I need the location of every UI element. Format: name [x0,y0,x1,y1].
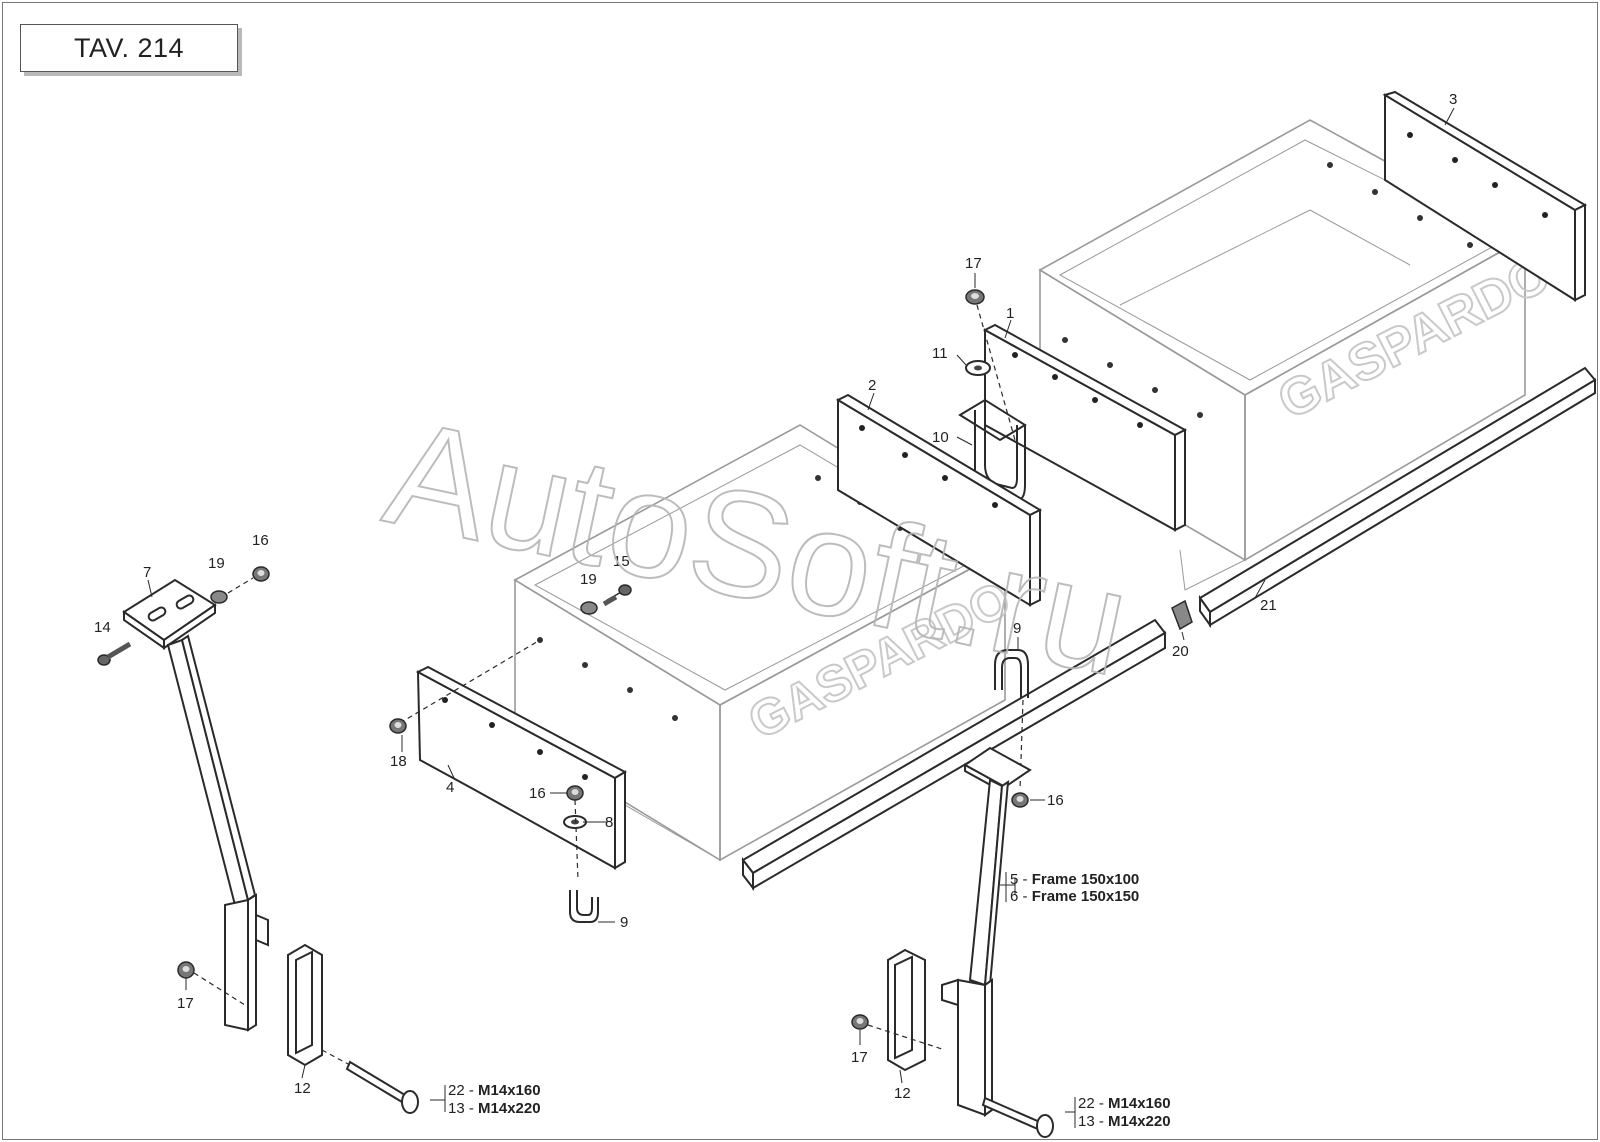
callout-17-left: 17 [177,995,194,1012]
callout-16-right: 16 [1047,792,1064,809]
callout-12-right: 12 [894,1085,911,1102]
main-square-tube [741,618,1167,891]
part-16-nut-left-top [252,566,270,582]
callout-1: 1 [1006,305,1014,322]
callout-19-mid: 19 [580,571,597,588]
callout-numbers: 1 1 2 3 4 7 8 9 9 10 11 12 12 14 15 16 1… [94,91,1457,1102]
part-12-clamp-left [287,943,323,1067]
part-19-washer-mid [580,601,598,615]
callout-20: 20 [1172,643,1189,660]
callout-15: 15 [613,553,630,570]
part-19-washer-left [210,590,228,604]
part-3-plate [1382,90,1588,302]
part-17-nut-right [851,1014,869,1030]
callout-14: 14 [94,619,111,636]
frame-5-note: 5 - Frame 150x100 [1010,871,1139,888]
part-1-plate [982,323,1188,532]
part-11-washer [965,360,991,376]
part-18-nut [389,718,407,734]
callout-19-left: 19 [208,555,225,572]
callout-10: 10 [932,429,949,446]
callout-7: 7 [143,564,151,581]
part-17-nut-left [177,961,195,979]
callout-11: 11 [932,345,948,362]
part-7-top-plate [122,578,217,650]
part-3-holes [1407,132,1548,218]
brand-label-right: GASPARDO [1269,244,1560,430]
callout-9-right: 9 [1013,620,1021,637]
bolt-right [981,1096,1054,1138]
part-2-plate [835,393,1043,607]
callout-18: 18 [390,753,407,770]
callout-9-left: 9 [620,914,628,931]
part-14-bolt [97,641,132,666]
callout-8: 8 [605,814,613,831]
bolt-left-22-note: 22 - M14x160 [448,1082,541,1099]
hopper-right-holes [1062,162,1473,418]
frame-left [166,634,269,1032]
part-12-clamp-right [887,948,926,1072]
spec-notes: 5 - Frame 150x100 6 - Frame 150x150 22 -… [448,871,1171,1130]
leader-lines [147,107,1455,1128]
part-16-nut-right [1011,792,1029,808]
frame-6-note: 6 - Frame 150x150 [1010,888,1139,905]
bolt-right-13-note: 13 - M14x220 [1078,1113,1171,1130]
callout-21: 21 [1260,597,1277,614]
callout-12-left: 12 [294,1080,311,1097]
part-2-holes [859,425,998,508]
part-16-nut-mid [566,785,584,801]
callout-17-right: 17 [851,1049,868,1066]
part-4-holes [442,697,588,780]
part-8-washer [563,815,587,829]
part-9-u-bolt-right [994,649,1029,698]
part-21-square-tube [1198,366,1597,629]
bolt-left-13-note: 13 - M14x220 [448,1100,541,1117]
part-15-bolt [602,584,632,607]
callout-16-left-top: 16 [252,532,269,549]
callout-2: 2 [868,377,876,394]
callout-16-mid: 16 [529,785,546,802]
callout-3-label: 3 [1449,91,1457,108]
bolt-left [345,1060,419,1114]
part-20-tube-cap [1171,599,1193,631]
frame-right [941,746,1032,1117]
table-title: TAV. 214 [20,24,238,72]
bolt-right-22-note: 22 - M14x160 [1078,1095,1171,1112]
callout-17-top: 17 [965,255,982,272]
callout-4: 4 [446,779,454,796]
part-17-nut-top [965,289,985,305]
part-1-holes [1012,352,1143,428]
part-9-u-bolt-left [569,890,599,923]
